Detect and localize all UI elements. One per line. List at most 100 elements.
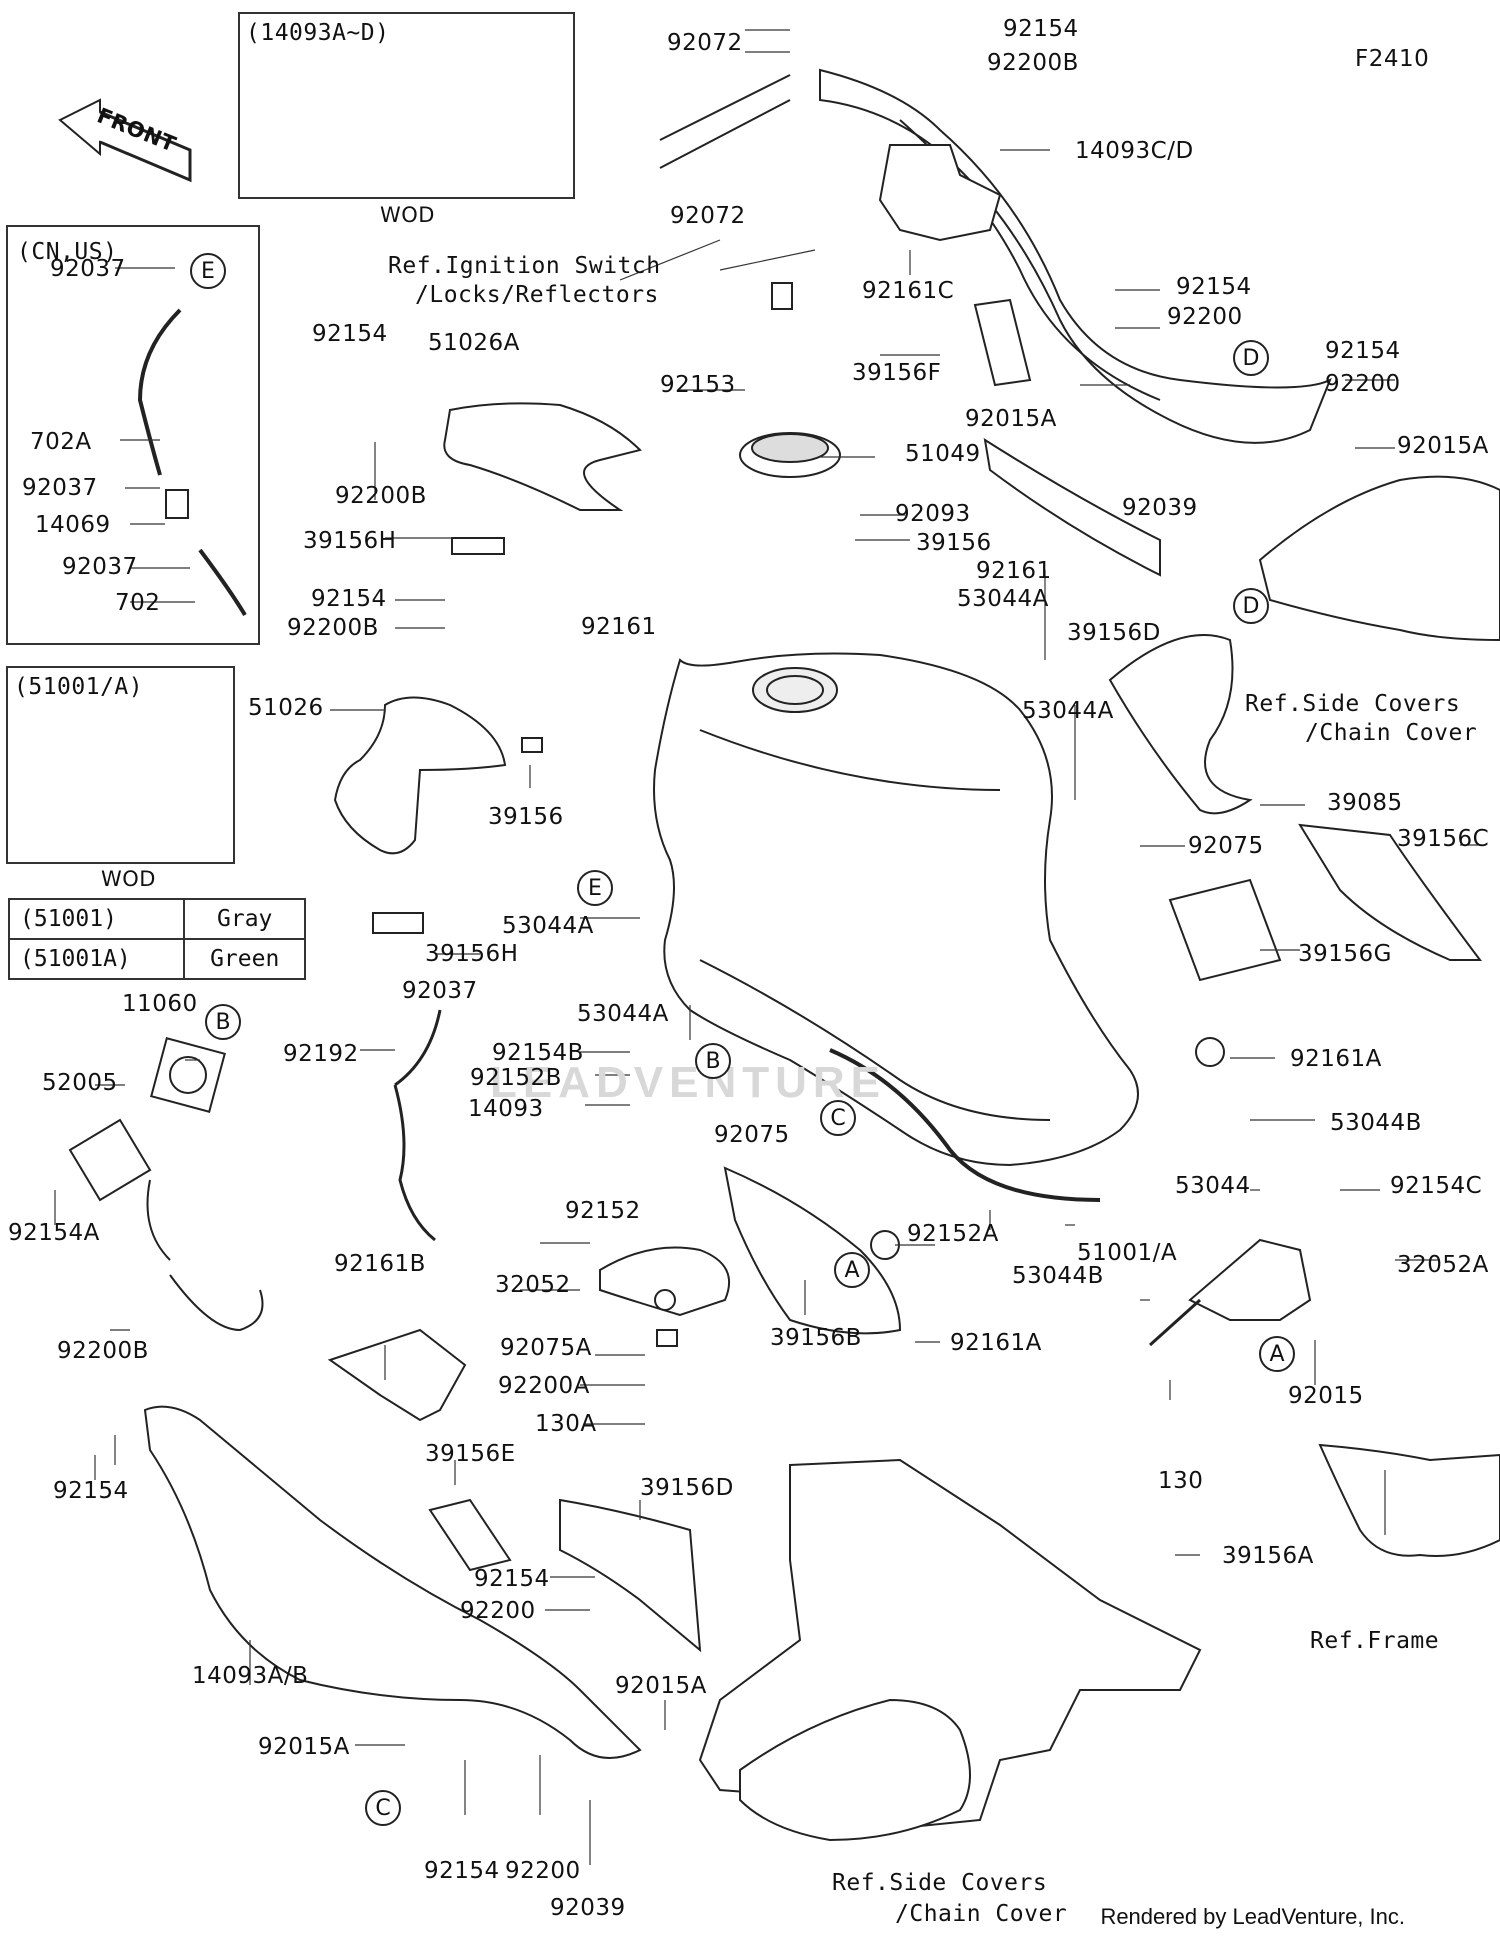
pad-39156f-shape — [973, 298, 1032, 387]
part-label: 92154B — [492, 1040, 584, 1066]
part-label: 39156D — [640, 1475, 734, 1501]
part-label: 92154 — [1176, 274, 1252, 300]
part-label: 92153 — [660, 372, 736, 398]
part-label: 32052A — [1397, 1252, 1489, 1278]
part-label: 92152B — [470, 1065, 562, 1091]
part-label: 53044B — [1012, 1263, 1104, 1289]
footer-credit: Rendered by LeadVenture, Inc. — [1100, 1904, 1405, 1929]
bracket-92161c-shape — [878, 144, 1002, 242]
inset-wod-side-header: (51001/A) — [14, 674, 144, 700]
callout-e: E — [190, 253, 226, 289]
part-label: 92154 — [53, 1478, 129, 1504]
table-row: (51001) Gray — [7, 898, 306, 940]
callout-a: A — [834, 1252, 870, 1288]
part-label: 92015 — [1288, 1383, 1364, 1409]
front-arrow-icon — [58, 98, 192, 183]
callout-e: E — [577, 870, 613, 906]
part-label: 39156E — [425, 1441, 516, 1467]
part-label: 53044A — [577, 1001, 669, 1027]
pad-39156g-shape — [1168, 878, 1282, 982]
part-label: 92075A — [500, 1335, 592, 1361]
part-label: 11060 — [122, 991, 198, 1017]
part-label: 32052 — [495, 1272, 571, 1298]
part-label: 92161A — [1290, 1046, 1382, 1072]
ref-side-covers-bottom-line2: /Chain Cover — [895, 1901, 1068, 1927]
ref-frame: Ref.Frame — [1310, 1628, 1440, 1654]
part-label: 92161B — [334, 1251, 426, 1277]
part-label: 14093C/D — [1075, 138, 1194, 164]
callout-d: D — [1233, 588, 1269, 624]
part-label: 92037 — [402, 978, 478, 1004]
part-label: 92037 — [50, 256, 126, 282]
fuel-pump-shape — [68, 1037, 264, 1332]
callout-c: C — [820, 1100, 856, 1136]
part-label: 92072 — [670, 203, 746, 229]
callout-a: A — [1259, 1336, 1295, 1372]
part-label: 92075 — [714, 1122, 790, 1148]
part-label: 92154 — [424, 1858, 500, 1884]
part-label: 92200B — [57, 1338, 149, 1364]
color-part-cell: (51001A) — [7, 938, 186, 980]
part-label: 92039 — [550, 1895, 626, 1921]
part-label: 39156 — [916, 530, 992, 556]
part-label: 52005 — [42, 1070, 118, 1096]
callout-b: B — [695, 1043, 731, 1079]
part-label: 51026A — [428, 330, 520, 356]
inset-cn-us — [6, 225, 260, 645]
pad-39156e-shape — [428, 1498, 512, 1572]
part-label: 92161C — [862, 278, 955, 304]
part-label: 39156D — [1067, 620, 1161, 646]
part-label: 39156F — [852, 360, 942, 386]
part-label: 130 — [1158, 1468, 1204, 1494]
part-label: 92154 — [1003, 16, 1079, 42]
frame-ref-shape — [1318, 1443, 1500, 1557]
part-label: 92154 — [474, 1566, 550, 1592]
part-label: 39156 — [488, 804, 564, 830]
part-label: 130A — [535, 1411, 597, 1437]
callout-b: B — [205, 1004, 241, 1040]
part-label: 14069 — [35, 512, 111, 538]
shroud-51026a-shape — [443, 402, 642, 511]
ref-side-covers-top-line1: Ref.Side Covers — [1245, 691, 1461, 717]
watermark: LEADVENTURE — [490, 1058, 887, 1107]
part-label: 92200 — [505, 1858, 581, 1884]
part-label: 92154A — [8, 1220, 100, 1246]
bracket-32052a-shape — [1188, 1238, 1312, 1321]
strip-39156d-shape — [983, 437, 1161, 577]
part-label: 51026 — [248, 695, 324, 721]
pad-39156h-shape — [451, 537, 505, 555]
part-label: 92200B — [987, 50, 1079, 76]
ref-side-covers-bottom-line1: Ref.Side Covers — [832, 1870, 1048, 1896]
ref-side-covers-top-line2: /Chain Cover — [1305, 720, 1478, 746]
seat-pad-39085-shape — [1108, 634, 1253, 815]
inset-wod-side — [6, 666, 235, 864]
inset-wod-side-caption: WOD — [101, 867, 156, 891]
part-label: 92152A — [907, 1221, 999, 1247]
ref-ignition-line2: /Locks/Reflectors — [415, 282, 659, 308]
part-label: 92200 — [460, 1598, 536, 1624]
part-label: 92075 — [1188, 833, 1264, 859]
pad-39156d2-shape — [559, 1498, 702, 1653]
color-value-cell: Green — [183, 938, 306, 980]
pad-39156c-shape — [1298, 823, 1482, 961]
table-row: (51001A) Green — [7, 938, 306, 980]
part-label: 92200B — [287, 615, 379, 641]
inset-wod-top — [238, 12, 575, 199]
color-table: (51001) Gray (51001A) Green — [7, 898, 306, 980]
fuel-tank-shape — [653, 652, 1139, 1167]
part-label: 92039 — [1122, 495, 1198, 521]
part-label: 39156H — [303, 528, 397, 554]
inset-wod-top-caption: WOD — [380, 203, 435, 227]
part-label: 92037 — [62, 554, 138, 580]
figure-code: F2410 — [1355, 46, 1430, 72]
color-part-cell: (51001) — [7, 898, 186, 940]
part-label: 92152 — [565, 1198, 641, 1224]
inner-cover-right-shape — [819, 68, 1332, 444]
inset-cn-us-header: (CN,US) — [17, 239, 118, 265]
part-label: 92161A — [950, 1330, 1042, 1356]
ref-ignition-line1: Ref.Ignition Switch — [388, 253, 661, 279]
part-label: 53044B — [1330, 1110, 1422, 1136]
part-label: 92161 — [581, 614, 657, 640]
part-label: 92015A — [965, 406, 1057, 432]
